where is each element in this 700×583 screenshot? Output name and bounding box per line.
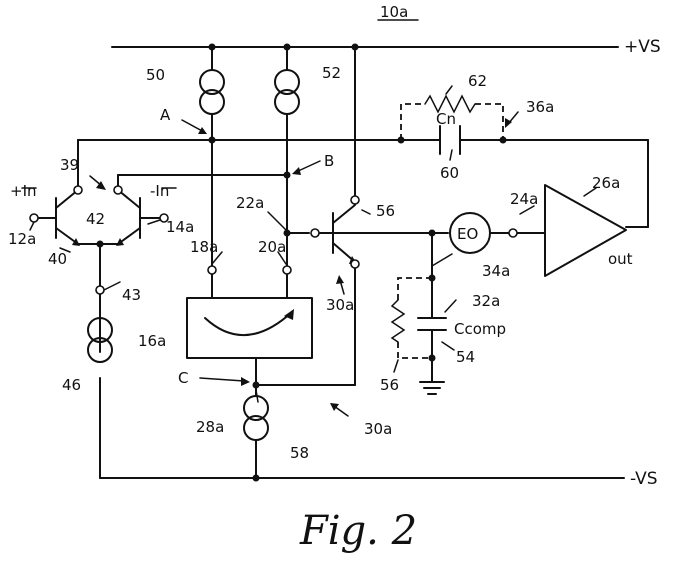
- dashed-resistor-56: [390, 277, 432, 359]
- label-cn: Cn: [436, 110, 456, 128]
- label-12a: 12a: [8, 230, 36, 248]
- label-36a: 36a: [526, 98, 554, 116]
- node-c-line: [255, 263, 356, 386]
- label-28a: 28a: [196, 418, 224, 436]
- amplifier-26a: [544, 184, 627, 277]
- label-source-52: 52: [322, 64, 341, 82]
- block-16a: [186, 267, 313, 397]
- label-39: 39: [60, 156, 79, 174]
- label-figure-id: 10a: [380, 3, 408, 21]
- label-rail-neg: -VS: [630, 469, 658, 489]
- terminal-pins: [29, 185, 518, 295]
- label-in-pos: +In: [10, 182, 37, 200]
- label-56-transistor: 56: [376, 202, 395, 220]
- junction-dots: [96, 43, 507, 482]
- feedback-line: [77, 139, 649, 228]
- label-source-50: 50: [146, 66, 165, 84]
- current-source-50: [199, 46, 225, 269]
- label-rail-pos: +VS: [624, 37, 661, 57]
- label-26a: 26a: [592, 174, 620, 192]
- current-source-58: [243, 395, 269, 479]
- label-eo: EO: [457, 225, 478, 243]
- leader-lines: [21, 19, 597, 417]
- label-32a: 32a: [472, 292, 500, 310]
- label-56-resistor: 56: [380, 376, 399, 394]
- label-40: 40: [48, 250, 67, 268]
- label-out: out: [608, 250, 633, 268]
- node-b-line: [117, 174, 288, 191]
- label-14a: 14a: [166, 218, 194, 236]
- label-24a: 24a: [510, 190, 538, 208]
- label-in-neg: -In: [150, 182, 169, 200]
- label-54: 54: [456, 348, 475, 366]
- label-22a: 22a: [236, 194, 264, 212]
- dashed-resistor-62: [400, 85, 504, 140]
- label-60: 60: [440, 164, 459, 182]
- label-20a: 20a: [258, 238, 286, 256]
- capacitor-cn: [439, 125, 461, 155]
- figure-caption: Fig. 2: [299, 508, 417, 554]
- label-18a: 18a: [190, 238, 218, 256]
- label-46: 46: [62, 376, 81, 394]
- label-node-a: A: [160, 106, 171, 124]
- label-58: 58: [290, 444, 309, 462]
- label-30a-bottom: 30a: [364, 420, 392, 438]
- label-34a: 34a: [482, 262, 510, 280]
- label-node-c: C: [178, 369, 188, 387]
- ground-symbol: [419, 381, 445, 395]
- label-43: 43: [122, 286, 141, 304]
- label-62: 62: [468, 72, 487, 90]
- input-transistor-left: [37, 189, 80, 246]
- label-30a-top: 30a: [326, 296, 354, 314]
- label-42: 42: [86, 210, 105, 228]
- schematic-labels: 10a +VS -VS 50 52 A B C +In -In 39 42 40…: [8, 3, 661, 489]
- label-ccomp: Ccomp: [454, 320, 506, 338]
- label-node-b: B: [324, 152, 334, 170]
- label-16a: 16a: [138, 332, 166, 350]
